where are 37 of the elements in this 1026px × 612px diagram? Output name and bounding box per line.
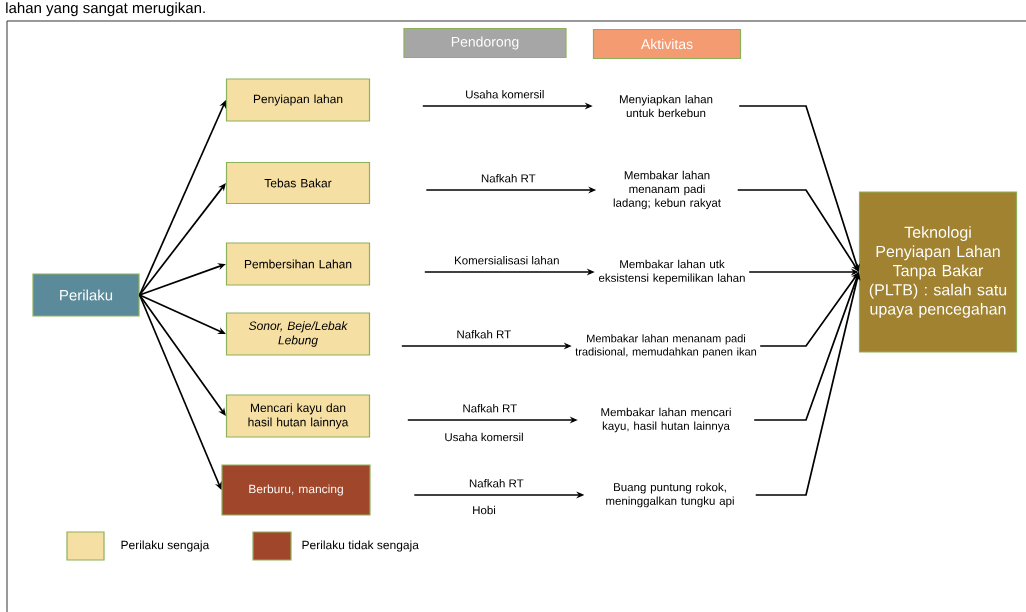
behavior-box: Penyiapan lahan: [225, 78, 371, 122]
edge-label: Usaha komersil: [466, 90, 544, 99]
arrow-caption: Hobi: [473, 505, 496, 515]
arrow: [754, 272, 861, 496]
legend-label: Perilaku sengaja: [121, 540, 210, 552]
page-text: lahan yang sangat merugikan.: [6, 2, 205, 17]
behavior-box: Mencari kayu dan hasil hutan lainnya: [225, 394, 371, 438]
edge-label: Nafkah RT: [481, 174, 536, 183]
edge-label: Komersialisasi lahan: [455, 256, 559, 265]
process-box: Perilaku: [32, 273, 140, 317]
behavior-box: Sonor, Beje/Lebak Lebung: [225, 312, 371, 356]
edge-label: Nafkah RT: [463, 404, 517, 413]
arrow: [138, 294, 226, 334]
edge-label: Nafkah RT: [457, 330, 511, 339]
arrow: [738, 105, 860, 272]
activity-text: Buang puntung rokok, meninggalkan tungku api: [606, 482, 734, 508]
activity-text: Membakar lahan menanam padi ladang; kebun rakyat: [613, 170, 721, 210]
arrow: [759, 272, 859, 347]
column-header: Aktivitas: [592, 28, 742, 60]
arrow: [736, 189, 859, 272]
arrow: [138, 183, 226, 296]
activity-text: Membakar lahan menanam padi tradisional, memudahkan panen ikan: [575, 334, 757, 358]
result-box: Teknologi Penyiapan Lahan Tanpa Bakar (PLTB) : salah satu upaya pencegahan: [858, 191, 1018, 353]
arrow: [138, 294, 226, 416]
behavior-box: Pembersihan Lahan: [225, 242, 371, 286]
arrow: [753, 272, 860, 421]
column-header: Pendorong: [403, 27, 567, 59]
activity-text: Membakar lahan mencari kayu, hasil hutan lainnya: [601, 407, 731, 433]
arrow: [138, 100, 226, 296]
arrow: [138, 294, 222, 490]
behavior-box: Tebas Bakar: [225, 161, 371, 205]
behavior-box: Berburu, mancing: [221, 464, 371, 516]
legend-label: Perilaku tidak sengaja: [302, 540, 419, 552]
activity-text: Menyiapkan lahan untuk berkebun: [619, 94, 713, 118]
activity-text: Membakar lahan utk eksistensi kepemilikan lahan: [599, 259, 745, 285]
edge-label: Nafkah RT: [469, 479, 524, 488]
arrow-caption: Usaha komersil: [445, 432, 523, 442]
